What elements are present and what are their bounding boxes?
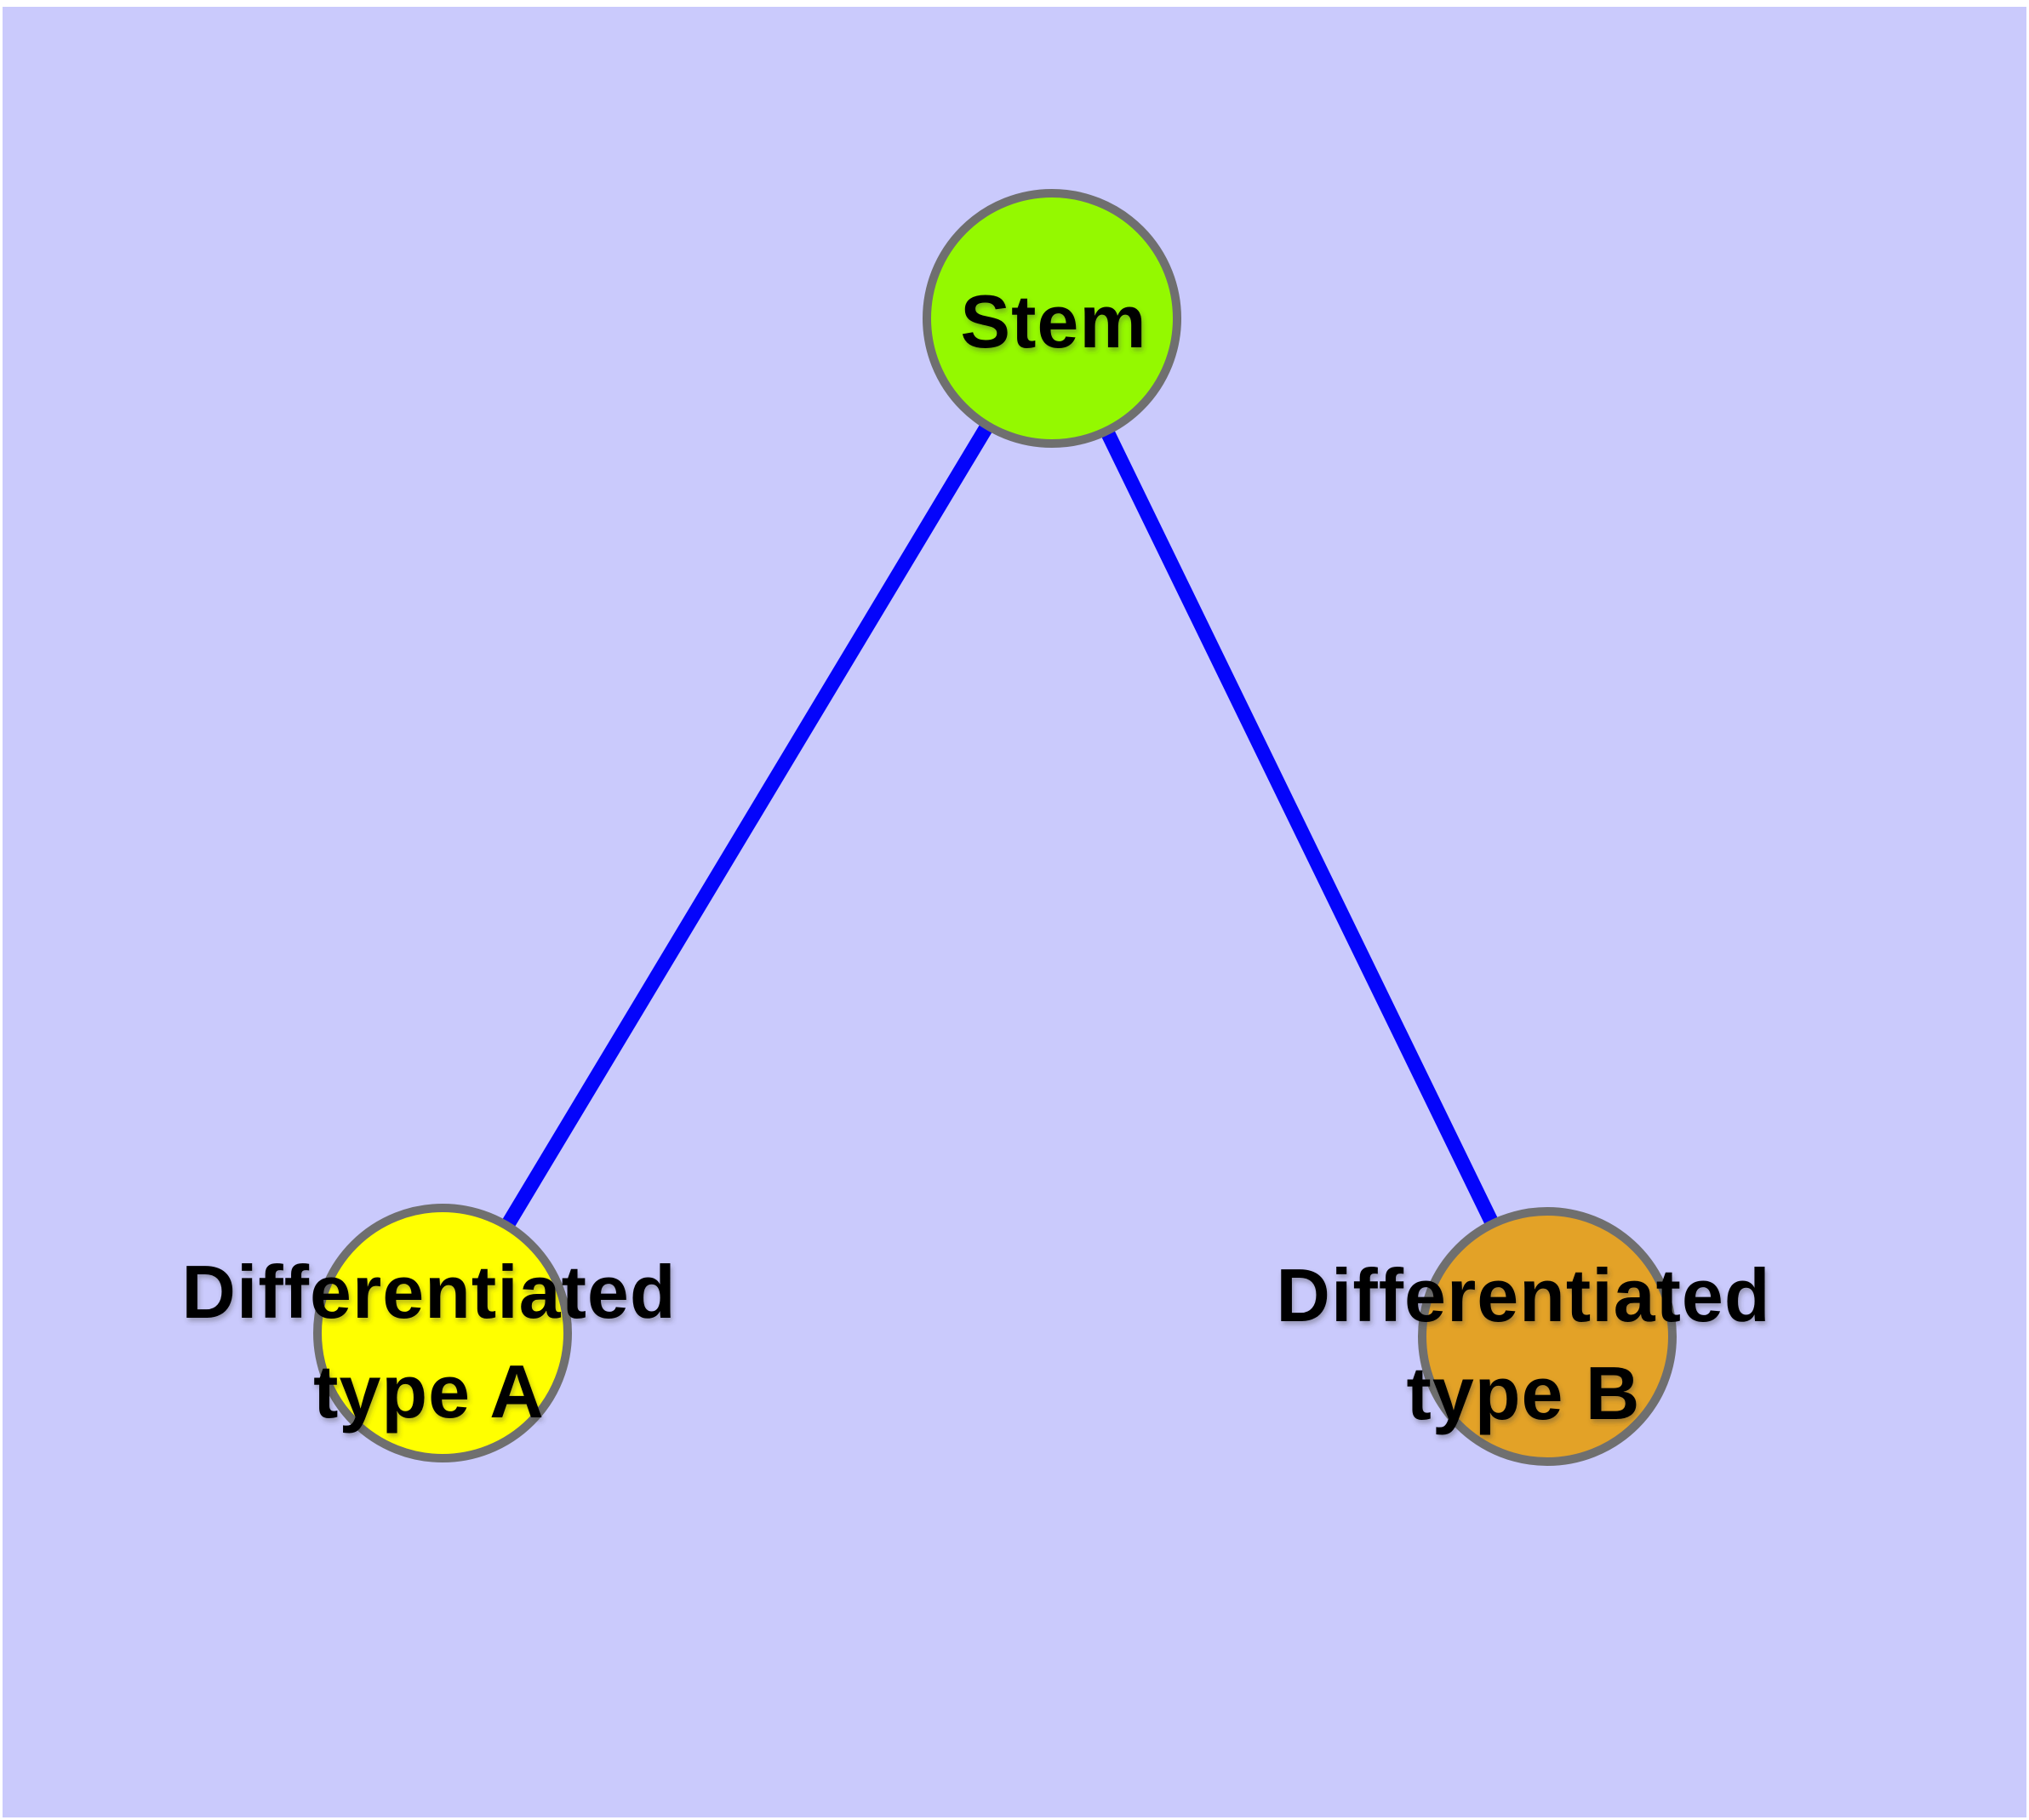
node-differentiated-type-b — [1418, 1207, 1677, 1466]
node-type-a-label-line-1: Differentiated — [181, 1250, 676, 1334]
node-type-b-label-line-2: type B — [1407, 1351, 1641, 1435]
edge-stem-to-type-a — [436, 314, 1059, 1337]
node-stem-label: Stem — [960, 279, 1146, 363]
node-differentiated-type-a — [313, 1204, 572, 1462]
edge-stem-to-type-b — [1045, 315, 1554, 1340]
node-type-a-label-line-2: type A — [313, 1349, 545, 1434]
node-stem — [923, 189, 1181, 448]
node-type-b-label-line-1: Differentiated — [1276, 1253, 1770, 1337]
